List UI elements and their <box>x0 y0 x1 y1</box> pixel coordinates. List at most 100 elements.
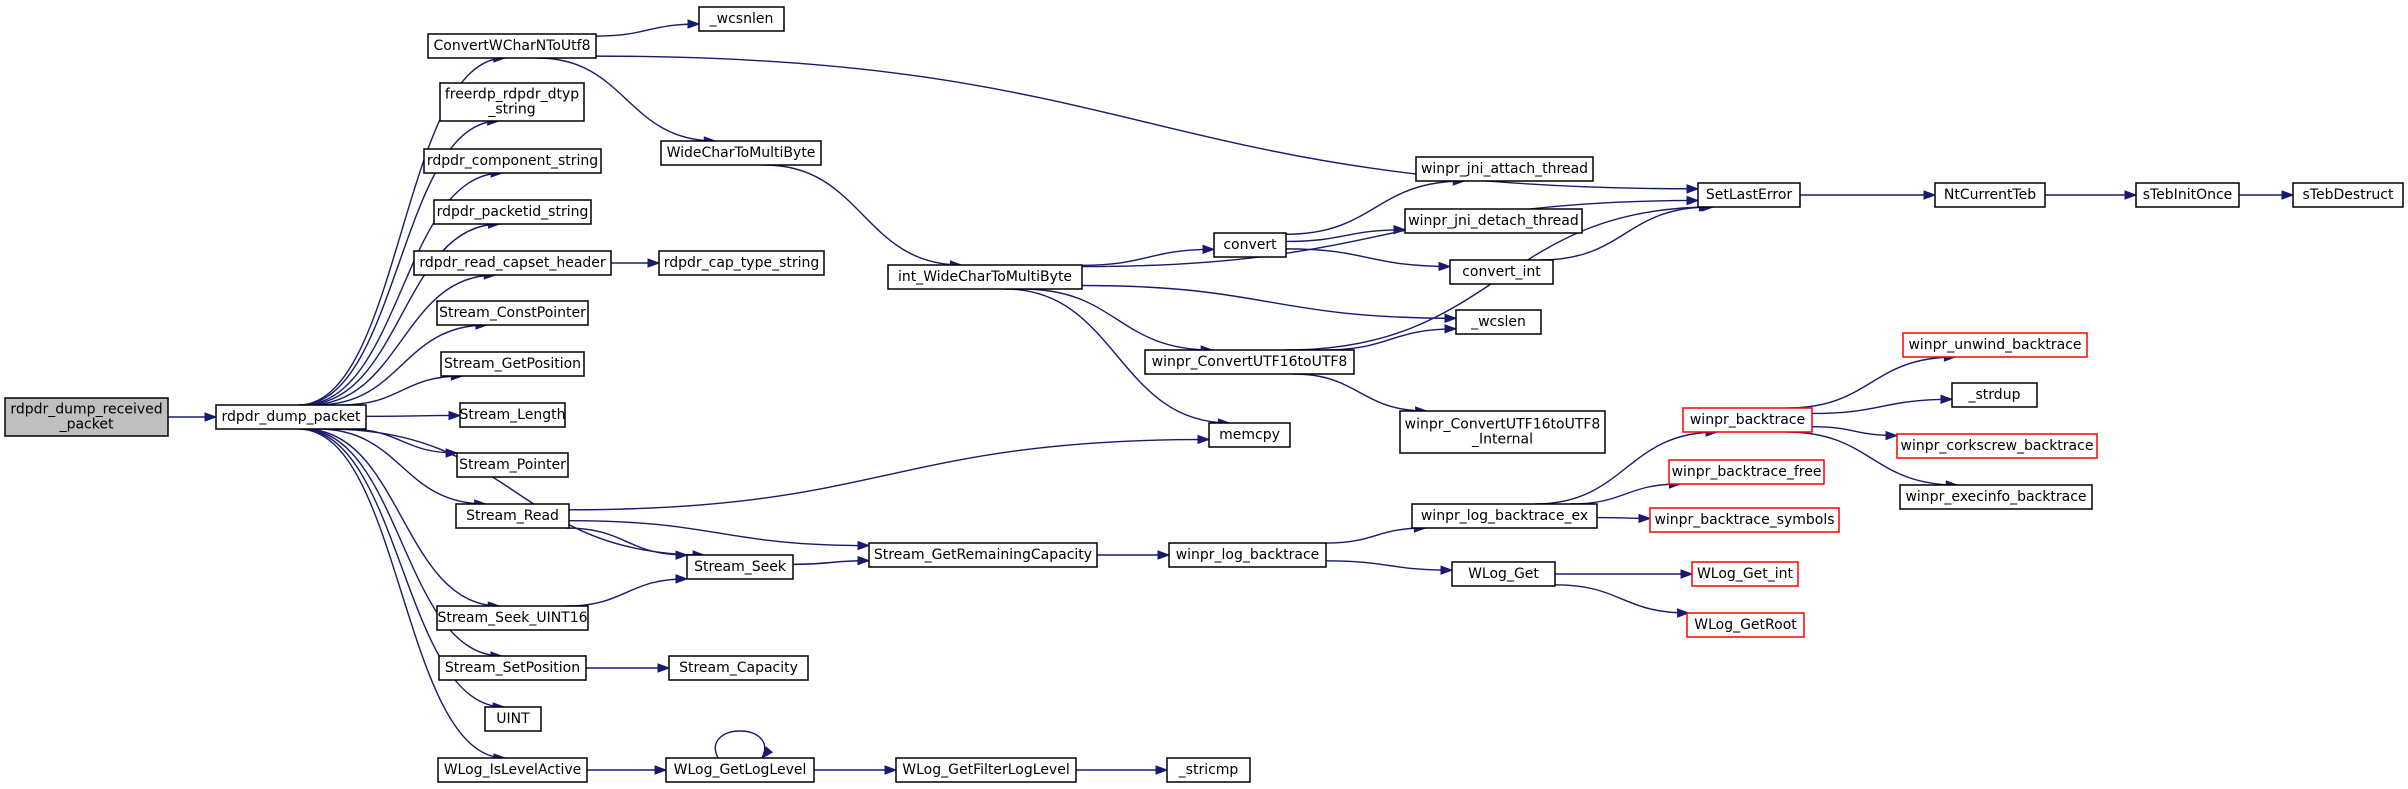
edge-line <box>301 172 503 406</box>
edge-line <box>714 730 766 759</box>
node-ntcurrentteb[interactable]: NtCurrentTeb <box>1934 182 2046 208</box>
node-box <box>1404 208 1583 234</box>
edge-arrowhead <box>1686 195 1700 206</box>
node-setlasterror[interactable]: SetLastError <box>1697 182 1801 208</box>
node-label: sTebInitOnce <box>2143 187 2233 203</box>
node-rdpdr-packetid-string[interactable]: rdpdr_packetid_string <box>433 199 592 225</box>
edge-arrowhead <box>1677 608 1691 618</box>
node-widechartomultibyte[interactable]: WideCharToMultiByte <box>660 140 822 166</box>
node--strdup[interactable]: _strdup <box>1951 382 2038 408</box>
node-label: Stream_GetRemainingCapacity <box>874 547 1092 563</box>
node-winpr-backtrace-symbols[interactable]: winpr_backtrace_symbols <box>1649 507 1840 533</box>
edge-line <box>1786 431 1958 486</box>
node-rdpdr-dump-packet[interactable]: rdpdr_dump_packet <box>215 404 367 430</box>
node-stream-length[interactable]: Stream_Length <box>459 402 566 428</box>
node-rdpdr-cap-type-string[interactable]: rdpdr_cap_type_string <box>658 250 825 276</box>
edge-line <box>1811 398 1953 415</box>
node-winpr-convertutf16toutf8[interactable]: winpr_ConvertUTF16toUTF8 <box>1144 349 1355 375</box>
node-label: Stream_Seek_UINT16 <box>437 610 587 626</box>
node-winpr-jni-detach-thread[interactable]: winpr_jni_detach_thread <box>1404 208 1583 234</box>
edge-line <box>1554 584 1689 614</box>
node-stream-seek-uint16[interactable]: Stream_Seek_UINT16 <box>436 605 589 631</box>
node-wlog-get[interactable]: WLog_Get <box>1451 561 1556 587</box>
node-stream-constpointer[interactable]: Stream_ConstPointer <box>436 300 589 326</box>
node-box <box>438 655 587 681</box>
node-wlog-getroot[interactable]: WLog_GetRoot <box>1686 612 1805 638</box>
node-stream-getremainingcapacity[interactable]: Stream_GetRemainingCapacity <box>868 542 1098 568</box>
node-label: SetLastError <box>1706 187 1793 203</box>
node-wlog-getloglevel[interactable]: WLog_GetLogLevel <box>665 757 815 783</box>
node-label: rdpdr_cap_type_string <box>664 255 820 271</box>
node-winpr-log-backtrace[interactable]: winpr_log_backtrace <box>1168 542 1327 568</box>
node--wcsnlen[interactable]: _wcsnlen <box>698 6 785 32</box>
node-winpr-convertutf16toutf8-internal[interactable]: winpr_ConvertUTF16toUTF8_Internal <box>1399 410 1606 454</box>
node-stebdestruct[interactable]: sTebDestruct <box>2292 182 2404 208</box>
edge-convert-to-winpr_jni_detach_thread <box>1285 225 1407 243</box>
node-winpr-unwind-backtrace[interactable]: winpr_unwind_backtrace <box>1902 332 2088 358</box>
node-box <box>868 542 1098 568</box>
node-box <box>456 452 569 478</box>
edge-line <box>1081 199 1699 268</box>
edge-winpr_backtrace-to-winpr_corkscrew_backtrace <box>1811 426 1899 441</box>
node-uint[interactable]: UINT <box>484 706 542 732</box>
node-label: winpr_execinfo_backtrace <box>1905 489 2086 505</box>
node-stream-seek[interactable]: Stream_Seek <box>686 554 794 580</box>
node-stream-pointer[interactable]: Stream_Pointer <box>456 452 569 478</box>
node-box <box>1451 561 1556 587</box>
node-memcpy[interactable]: memcpy <box>1208 422 1291 448</box>
node-stream-read[interactable]: Stream_Read <box>455 503 570 529</box>
edge-line <box>365 414 461 418</box>
edge-rdpdr_dump_packet-to-rdpdr_read_capset_header <box>308 270 497 406</box>
node-winpr-log-backtrace-ex[interactable]: winpr_log_backtrace_ex <box>1411 503 1598 529</box>
node-box <box>4 397 169 437</box>
edge-arrowhead <box>1638 513 1652 524</box>
node-convertwcharntoutf8[interactable]: ConvertWCharNToUtf8 <box>427 33 597 59</box>
edge-ConvertWCharNToUtf8-to-_wcsnlen <box>595 19 701 37</box>
edge-line <box>566 578 688 607</box>
edge-arrowhead <box>1686 184 1700 194</box>
node-wlog-getfilterloglevel[interactable]: WLog_GetFilterLogLevel <box>895 757 1077 783</box>
edge-line <box>1570 483 1681 505</box>
node-box <box>1449 259 1554 285</box>
node-label: Stream_SetPosition <box>445 660 580 676</box>
edge-line <box>304 428 500 607</box>
edge-line <box>326 428 705 556</box>
node-box <box>459 402 566 428</box>
node-winpr-execinfo-backtrace[interactable]: winpr_execinfo_backtrace <box>1899 484 2093 510</box>
node-winpr-jni-attach-thread[interactable]: winpr_jni_attach_thread <box>1415 156 1594 182</box>
node-stebinitonce[interactable]: sTebInitOnce <box>2135 182 2240 208</box>
node-label: WLog_IsLevelActive <box>444 762 582 778</box>
node-winpr-backtrace-free[interactable]: winpr_backtrace_free <box>1668 459 1825 485</box>
node-convert-int[interactable]: convert_int <box>1449 259 1554 285</box>
node-stream-capacity[interactable]: Stream_Capacity <box>668 655 809 681</box>
node-box <box>433 199 592 225</box>
node-rdpdr-component-string[interactable]: rdpdr_component_string <box>423 148 602 174</box>
node-int-widechartomultibyte[interactable]: int_WideCharToMultiByte <box>887 264 1083 290</box>
node-convert[interactable]: convert <box>1213 232 1287 258</box>
node-box <box>1899 484 2093 510</box>
node-box <box>1951 382 2038 408</box>
edge-line <box>1325 527 1426 544</box>
node-stream-getposition[interactable]: Stream_GetPosition <box>440 351 585 377</box>
node-rdpdr-read-capset-header[interactable]: rdpdr_read_capset_header <box>413 250 612 276</box>
node-box <box>1902 332 2088 358</box>
edge-line <box>316 324 487 406</box>
edge-arrowhead <box>1680 569 1694 579</box>
node-winpr-backtrace[interactable]: winpr_backtrace <box>1682 407 1813 433</box>
edge-line <box>1005 288 1230 424</box>
node--stricmp[interactable]: _stricmp <box>1166 757 1251 783</box>
edge-rdpdr_dump_received_packet-to-rdpdr_dump_packet <box>167 412 218 422</box>
node-freerdp-rdpdr-dtyp-string[interactable]: freerdp_rdpdr_dtyp_string <box>439 82 585 122</box>
edge-arrowhead <box>657 663 671 673</box>
node-label: rdpdr_dump_packet <box>221 409 361 425</box>
node-stream-setposition[interactable]: Stream_SetPosition <box>438 655 587 681</box>
node-wlog-islevelactive[interactable]: WLog_IsLevelActive <box>437 757 588 783</box>
edge-line <box>1285 229 1406 243</box>
edge-Stream_Seek-to-Stream_GetRemainingCapacity <box>792 555 871 566</box>
node--wcslen[interactable]: _wcslen <box>1455 309 1542 335</box>
node-wlog-get-int[interactable]: WLog_Get_int <box>1691 561 1799 587</box>
node-winpr-corkscrew-backtrace[interactable]: winpr_corkscrew_backtrace <box>1896 433 2098 459</box>
node-box <box>668 655 809 681</box>
edge-arrowhead <box>1155 765 1169 775</box>
edge-line <box>317 428 486 505</box>
